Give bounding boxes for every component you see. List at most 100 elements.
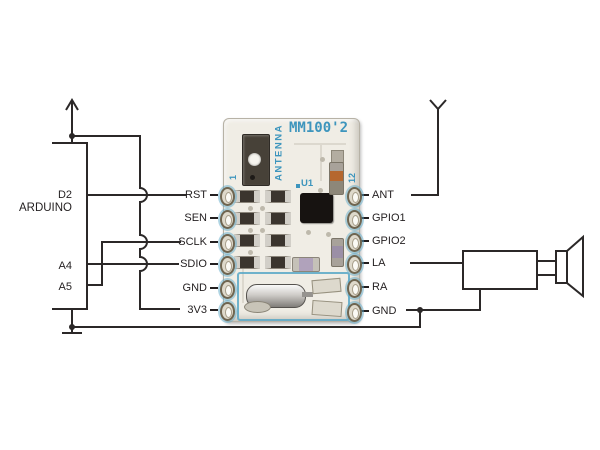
castellated-pad <box>347 279 362 298</box>
pad-hole <box>225 192 232 203</box>
arduino-label: ARDUINO <box>18 202 72 214</box>
pad-hole <box>352 260 359 271</box>
module-pin-gpio2: GPIO2 <box>372 235 406 247</box>
castellated-pad <box>220 187 235 206</box>
smd-component <box>265 234 291 247</box>
module-pin-sdio: SDIO <box>180 258 207 270</box>
castellated-pad <box>220 256 235 275</box>
pad-hole <box>225 261 232 272</box>
module-pin-ant: ANT <box>372 189 394 201</box>
pcb-module-photo: MM100'2 ANTENNA 1 12 U1 <box>220 118 362 322</box>
pin-tick <box>210 309 218 311</box>
pin-tick <box>361 240 369 242</box>
arduino-box <box>52 142 88 310</box>
castellated-pad <box>220 210 235 229</box>
via-dot <box>248 250 253 255</box>
pad-hole <box>352 308 359 319</box>
metal-tab-component <box>242 134 270 186</box>
smd-component <box>265 212 291 225</box>
castellated-pad <box>347 210 362 229</box>
ground-rail-wire <box>72 310 421 328</box>
module-pin-rst: RST <box>185 189 207 201</box>
gnd-to-amp-wire <box>406 290 481 311</box>
pin-tick <box>210 263 218 265</box>
via-dot <box>248 206 253 211</box>
pad-hole <box>352 192 359 203</box>
solder-blob <box>244 301 271 313</box>
tantalum-capacitor <box>329 162 344 195</box>
module-pin-gnd-left: GND <box>182 282 207 294</box>
pad-hole <box>225 239 232 250</box>
arduino-pin-a5: A5 <box>58 281 72 293</box>
pad-hole <box>225 307 232 318</box>
arduino-pin-a4: A4 <box>58 260 72 272</box>
a5-sclk-wire <box>87 241 181 286</box>
castellated-pad <box>347 255 362 274</box>
smd-component <box>234 256 260 269</box>
silkscreen-u1-text: U1 <box>301 178 314 189</box>
via-dot <box>318 188 323 193</box>
via-dot <box>260 228 265 233</box>
castellated-pad <box>347 303 362 322</box>
smd-component-purple <box>331 238 344 267</box>
castellated-pad <box>220 234 235 253</box>
via-dot <box>306 230 311 235</box>
supply-to-3v3-wire <box>72 135 180 310</box>
copper-trace <box>242 269 244 303</box>
via-dot <box>326 232 331 237</box>
module-pin-gpio1: GPIO1 <box>372 212 406 224</box>
via-dot <box>260 206 265 211</box>
via-dot <box>248 228 253 233</box>
pin-tick <box>210 194 218 196</box>
pin-tick <box>361 217 369 219</box>
smd-component <box>234 190 260 203</box>
copper-trace <box>320 143 322 181</box>
amp-speaker-wires <box>537 260 556 276</box>
amplifier-box <box>462 250 538 290</box>
castellated-pad <box>347 233 362 252</box>
pin-tick <box>361 310 369 312</box>
junction-dot <box>69 324 75 330</box>
smd-component <box>265 190 291 203</box>
pin-tick <box>361 286 369 288</box>
arduino-pin-d2: D2 <box>57 189 72 201</box>
antenna-icon <box>411 99 447 196</box>
smd-component-horizontal <box>292 257 320 272</box>
pin-tick <box>361 194 369 196</box>
module-pin-sclk: SCLK <box>178 236 207 248</box>
module-pin-ra: RA <box>372 281 388 293</box>
module-pin-sen: SEN <box>184 212 207 224</box>
pad-hole <box>352 215 359 226</box>
castellated-pad <box>220 302 235 321</box>
silkscreen-model-text: MM100'2 <box>289 120 349 136</box>
pad-hole <box>352 238 359 249</box>
solder-pad <box>311 299 343 318</box>
silkscreen-u1-marker <box>296 184 300 188</box>
pad-hole <box>352 284 359 295</box>
solder-pad <box>311 277 342 295</box>
castellated-pad <box>220 280 235 299</box>
module-pin-3v3: 3V3 <box>187 304 207 316</box>
smd-component <box>265 256 291 269</box>
ic-chip-u1 <box>300 193 333 223</box>
speaker-driver-icon <box>555 250 568 284</box>
smd-component <box>234 212 260 225</box>
pad-hole <box>225 215 232 226</box>
silkscreen-pin1-text: 1 <box>228 174 238 180</box>
speaker-horn-icon <box>566 234 584 299</box>
junction-dot <box>417 307 423 313</box>
module-pin-gnd-right: GND <box>372 305 397 317</box>
metal-tab-dot <box>250 175 255 180</box>
metal-tab-hole <box>248 153 261 166</box>
pin-tick <box>361 262 369 264</box>
smd-component <box>234 234 260 247</box>
via-dot <box>320 157 325 162</box>
castellated-pad <box>347 187 362 206</box>
pad-hole <box>225 285 232 296</box>
silkscreen-outline-box <box>237 272 350 321</box>
pin-tick <box>210 241 218 243</box>
module-pin-la: LA <box>372 257 386 269</box>
junction-dot <box>69 133 75 139</box>
